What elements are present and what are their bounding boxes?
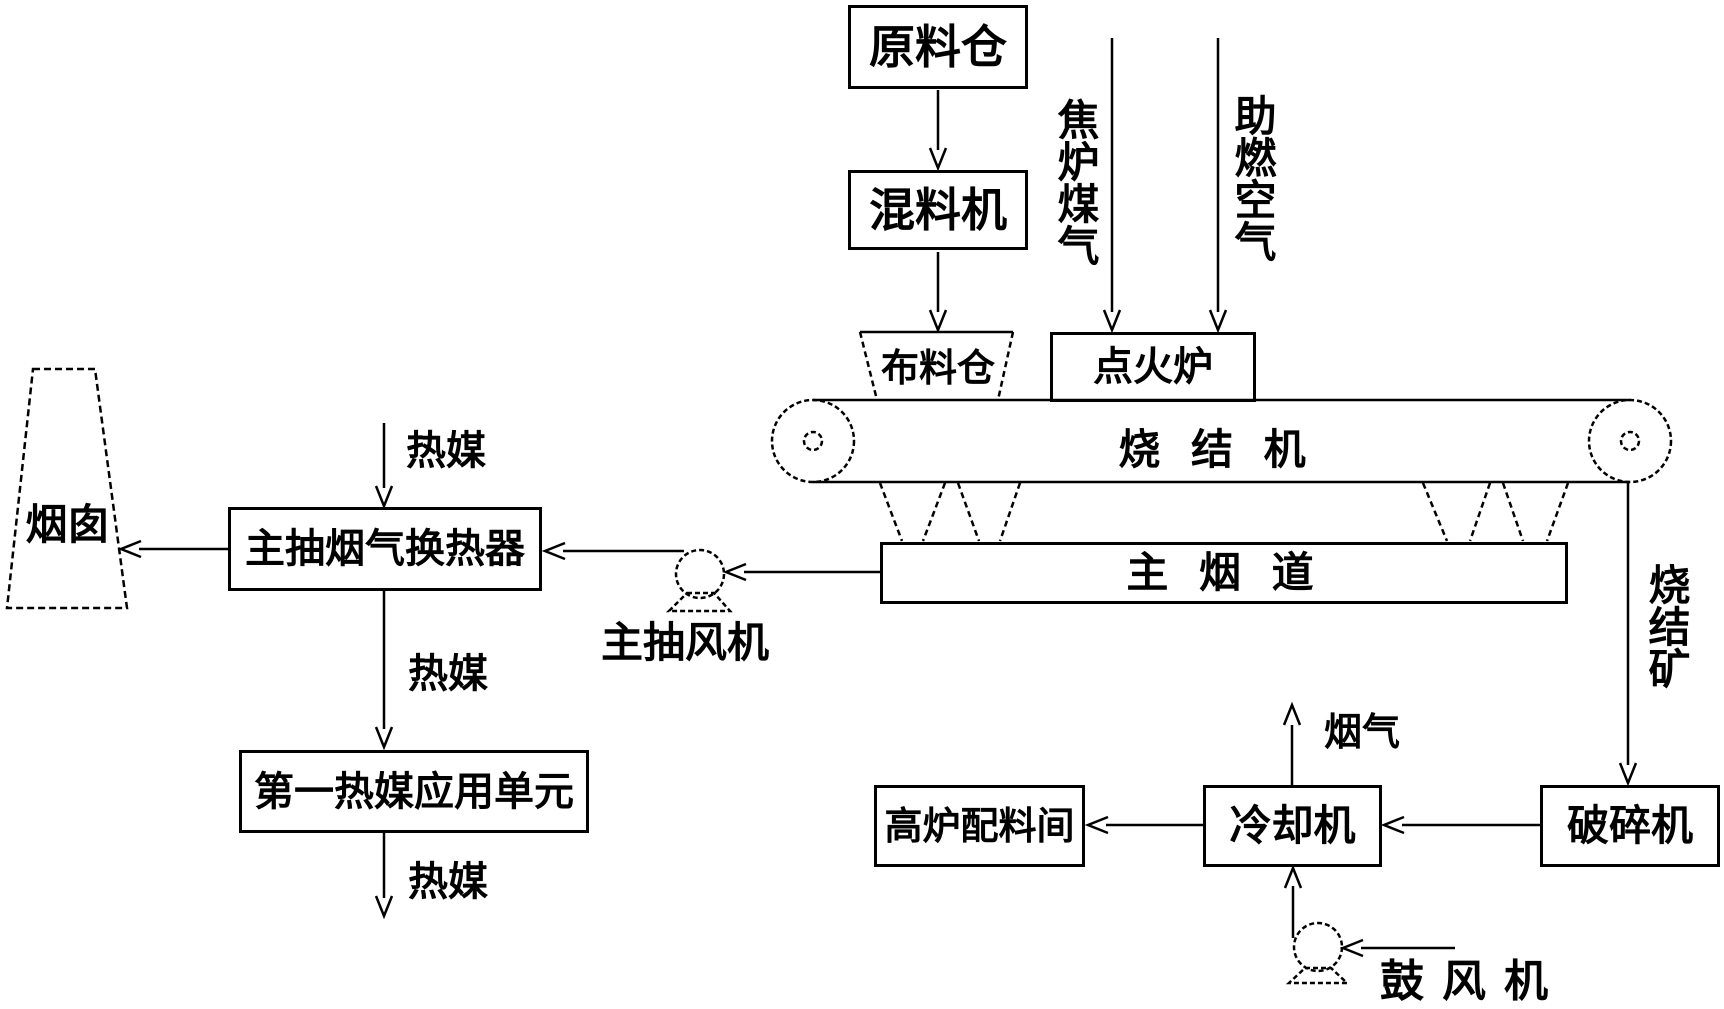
arrow-combustion-air xyxy=(1208,38,1228,334)
label-combustion-air: 助燃空气 xyxy=(1228,93,1277,262)
pulley-left-icon xyxy=(770,398,856,484)
label-main-exhaust-fan: 主抽风机 xyxy=(600,618,769,667)
arrow-mixer-to-distribution-bin xyxy=(928,252,948,334)
arrow-coke-oven-gas xyxy=(1102,38,1122,334)
node-crusher: 破碎机 xyxy=(1540,785,1720,867)
arrow-main-flue-to-fan xyxy=(722,562,880,582)
node-raw-material-bin: 原料仓 xyxy=(848,5,1028,89)
arrow-heat-medium-in xyxy=(374,423,394,510)
label-sinter-ore: 烧结矿 xyxy=(1642,562,1691,689)
node-heat-exchanger: 主抽烟气换热器 xyxy=(228,507,542,591)
chimney-shape xyxy=(5,367,129,610)
arrow-heat-exchanger-to-unit xyxy=(374,590,394,751)
label-heat-medium-top: 热媒 xyxy=(406,428,486,474)
label-chimney: 烟囱 xyxy=(25,500,110,549)
node-cooler: 冷却机 xyxy=(1203,785,1382,867)
node-main-flue: 主 烟 道 xyxy=(880,542,1568,604)
node-first-heat-medium-unit: 第一热媒应用单元 xyxy=(239,750,589,833)
arrow-heat-exchanger-to-chimney xyxy=(117,539,228,559)
label-blower: 鼓风机 xyxy=(1380,956,1566,1007)
label-heat-medium-bottom: 热媒 xyxy=(408,859,488,905)
arrow-crusher-to-cooler xyxy=(1380,815,1540,835)
fan-icon xyxy=(665,548,733,613)
arrow-sinter-ore-to-crusher xyxy=(1618,483,1638,787)
node-mixer: 混料机 xyxy=(848,170,1028,250)
arrow-raw-bin-to-mixer xyxy=(928,90,948,172)
blower-icon xyxy=(1285,921,1351,985)
arrow-blower-to-cooler xyxy=(1283,864,1303,938)
arrow-heat-medium-out xyxy=(374,832,394,920)
label-sintering-machine: 烧 结 机 xyxy=(1118,425,1314,474)
arrow-fan-to-heat-exchanger xyxy=(541,541,684,561)
node-blast-furnace-batching-room: 高炉配料间 xyxy=(874,785,1085,867)
distribution-bin-shape xyxy=(858,330,1015,401)
pulley-right-icon xyxy=(1587,398,1673,484)
label-coke-oven-gas: 焦炉煤气 xyxy=(1051,98,1100,266)
label-distribution-bin: 布料仓 xyxy=(880,346,995,390)
node-ignition-furnace: 点火炉 xyxy=(1050,332,1256,402)
arrow-air-into-blower xyxy=(1339,938,1455,958)
arrow-cooler-flue-gas-up xyxy=(1282,701,1302,785)
wind-box-funnels xyxy=(878,482,1570,542)
label-flue-gas: 烟气 xyxy=(1323,710,1400,754)
arrow-cooler-to-batching-room xyxy=(1084,815,1203,835)
label-heat-medium-mid: 热媒 xyxy=(408,651,488,697)
